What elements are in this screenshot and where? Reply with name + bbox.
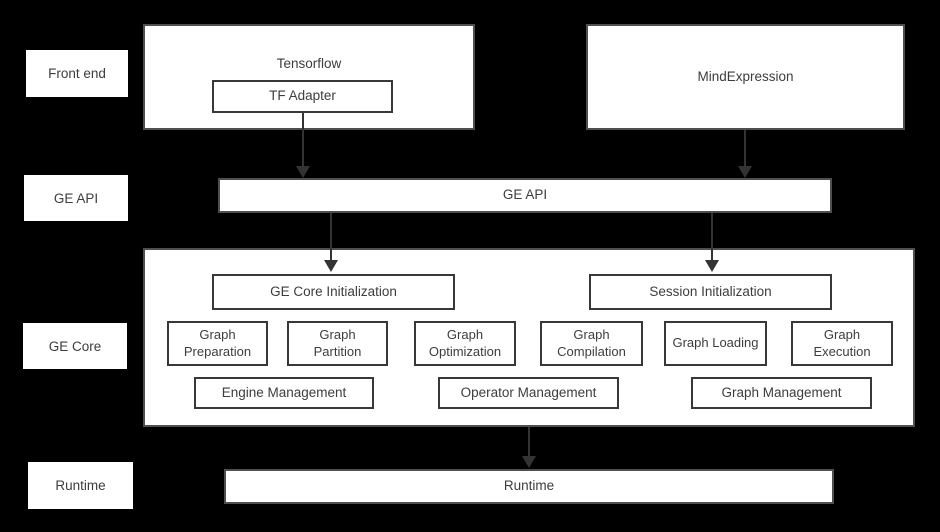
ge-core-initialization-box: GE Core Initialization bbox=[212, 274, 455, 310]
module-box-graph-optimization: Graph Optimization bbox=[414, 321, 516, 366]
arrow-ge-api-to-ge-core-initialization bbox=[324, 213, 338, 272]
tensorflow-label: Tensorflow bbox=[276, 56, 342, 71]
arrow-tf-adapter-to-ge-api bbox=[296, 113, 310, 178]
module-box-graph-partition: Graph Partition bbox=[287, 321, 388, 366]
mindexpression-box: MindExpression bbox=[586, 24, 905, 130]
module-box-graph-compilation: Graph Compilation bbox=[540, 321, 643, 366]
session-initialization-box: Session Initialization bbox=[589, 274, 832, 310]
arrow-ge-core-to-runtime bbox=[522, 427, 536, 468]
manager-box-operator-management: Operator Management bbox=[438, 377, 619, 409]
manager-box-graph-management: Graph Management bbox=[691, 377, 872, 409]
module-box-graph-execution: Graph Execution bbox=[791, 321, 893, 366]
row-label-ge-api: GE API bbox=[24, 175, 128, 221]
manager-box-engine-management: Engine Management bbox=[194, 377, 374, 409]
ge-api-bar: GE API bbox=[218, 178, 832, 213]
arrow-mindexpression-to-ge-api bbox=[738, 130, 752, 178]
row-label-runtime: Runtime bbox=[28, 462, 133, 509]
row-label-front-end: Front end bbox=[26, 50, 128, 97]
row-label-ge-core: GE Core bbox=[23, 323, 127, 369]
module-box-graph-preparation: Graph Preparation bbox=[167, 321, 268, 366]
module-box-graph-loading: Graph Loading bbox=[664, 321, 767, 366]
runtime-bar: Runtime bbox=[224, 469, 834, 504]
arrow-ge-api-to-session-initialization bbox=[705, 213, 719, 272]
tf-adapter-box: TF Adapter bbox=[212, 80, 393, 113]
